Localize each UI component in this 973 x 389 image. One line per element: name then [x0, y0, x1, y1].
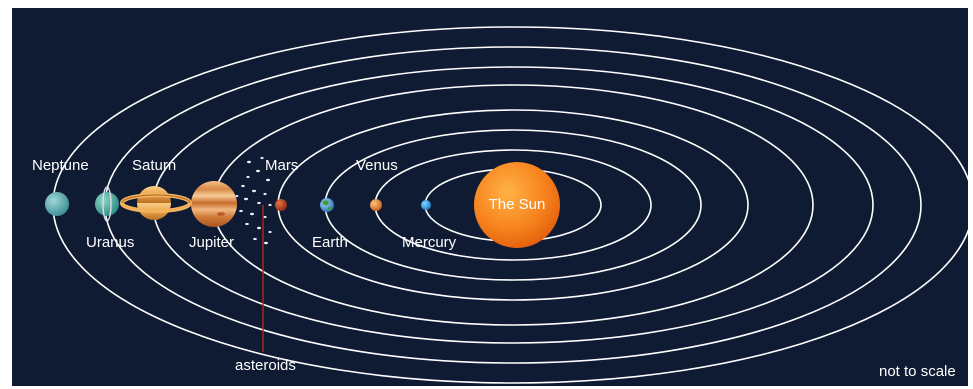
planet-venus	[370, 199, 382, 211]
sun	[474, 162, 560, 248]
uranus-label: Uranus	[86, 234, 134, 251]
neptune-label: Neptune	[32, 157, 89, 174]
planet-neptune	[45, 192, 69, 216]
planet-mercury	[421, 200, 431, 210]
saturn-label: Saturn	[132, 157, 176, 174]
mercury-label: Mercury	[402, 234, 457, 251]
planet-earth	[320, 198, 334, 212]
jupiter-label: Jupiter	[189, 234, 234, 251]
planet-saturn	[120, 186, 192, 220]
planet-mars	[275, 199, 287, 211]
mars-label: Mars	[265, 157, 298, 174]
asteroid-belt	[235, 156, 272, 245]
venus-label: Venus	[356, 157, 398, 174]
planet-uranus	[95, 186, 119, 222]
scale-note: not to scale	[879, 363, 956, 380]
sun-label: The Sun	[489, 196, 546, 213]
asteroids-label: asteroids	[235, 357, 296, 374]
earth-label: Earth	[312, 234, 348, 251]
planet-jupiter	[191, 181, 237, 227]
